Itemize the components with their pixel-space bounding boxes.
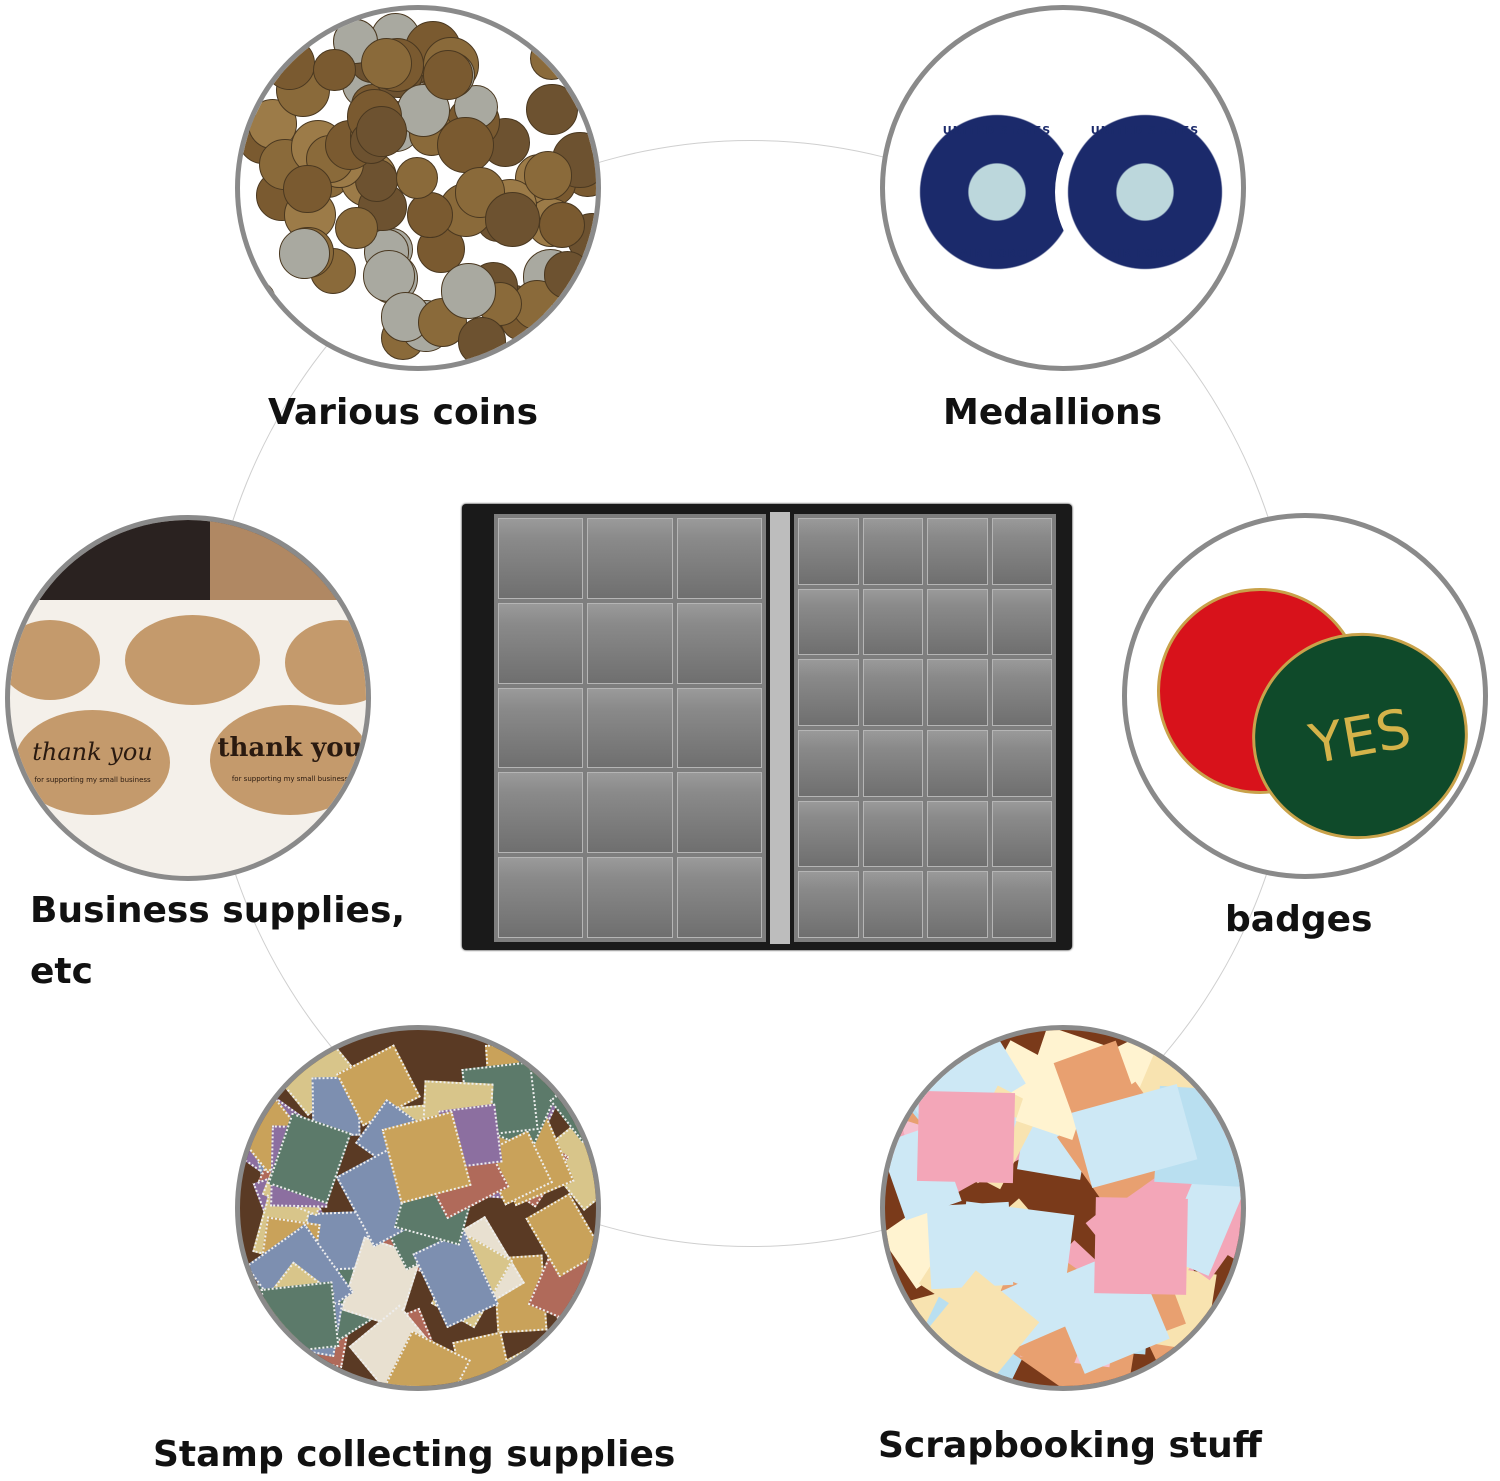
texture-piece: [437, 116, 494, 174]
sticker-1-thank-you-text: thank you: [32, 738, 153, 766]
label-business-2: etc: [30, 951, 93, 992]
texture-piece: [313, 49, 356, 92]
album-pocket: [798, 518, 859, 585]
texture-piece: [485, 192, 541, 248]
album-pocket: [587, 687, 673, 769]
album-pocket: [927, 588, 988, 656]
texture-piece: [422, 49, 474, 100]
album-pocket: [676, 602, 762, 684]
album-pocket: [676, 772, 762, 854]
album-pocket: [798, 659, 859, 726]
label-business-1: Business supplies,: [30, 890, 406, 931]
album-pocket: [676, 518, 762, 599]
album-pocket: [862, 588, 923, 656]
texture-piece: [457, 317, 507, 366]
badges-image: YES: [1122, 513, 1488, 879]
texture-piece: [543, 251, 592, 299]
medallion-1-top-text: UNITED STATES: [942, 124, 1052, 137]
stamps-image: [235, 1025, 601, 1391]
scrapbooking-image: [880, 1025, 1246, 1391]
texture-piece: [360, 37, 412, 89]
medallion-1-bottom-text: AIR FORCE: [959, 247, 1035, 260]
label-medallions: Medallions: [943, 392, 1163, 433]
texture-piece: [440, 262, 497, 319]
album-pocket: [991, 800, 1052, 868]
album-pocket: [927, 729, 988, 797]
album-pocket: [927, 800, 988, 868]
sticker-2-support-text: for supporting my small business: [231, 775, 349, 783]
album-pocket: [991, 729, 1052, 797]
album-pocket: [587, 772, 673, 854]
medallion-2-bottom-text: AIR FORCE: [1107, 247, 1183, 260]
album-spine: [770, 512, 790, 944]
texture-piece: [260, 1281, 339, 1355]
album-right-page: [794, 514, 1056, 942]
texture-piece: [529, 36, 573, 80]
texture-piece: [263, 38, 316, 90]
medallion-2: UNITED STATES AIR FORCE: [1055, 102, 1235, 282]
texture-piece: [283, 164, 333, 214]
label-coins: Various coins: [268, 392, 539, 433]
album-pocket: [587, 602, 673, 684]
album-pocket: [991, 518, 1052, 585]
album-pocket: [862, 659, 923, 726]
album-pocket: [798, 871, 859, 938]
medallion-2-top-text: UNITED STATES: [1090, 124, 1200, 137]
texture-piece: [255, 321, 305, 366]
texture-piece: [395, 156, 438, 199]
album-pocket: [927, 871, 988, 938]
album-pocket: [798, 800, 859, 868]
label-badges: badges: [1225, 899, 1373, 940]
album-pocket: [676, 857, 762, 938]
album-pocket: [798, 588, 859, 656]
coins-image: [235, 5, 601, 371]
album-pocket: [498, 857, 584, 938]
album-pocket: [798, 729, 859, 797]
album-pocket: [991, 588, 1052, 656]
album-pocket: [991, 659, 1052, 726]
medallions-image: UNITED STATES AIR FORCE UNITED STATES AI…: [880, 5, 1246, 371]
texture-piece: [1094, 1197, 1189, 1295]
sticker-1-support-text: for supporting my small business: [34, 776, 151, 784]
label-stamps: Stamp collecting supplies: [153, 1434, 676, 1475]
album-left-page: [494, 514, 766, 942]
album-pocket: [498, 602, 584, 684]
album-pocket: [862, 800, 923, 868]
album-pocket: [862, 518, 923, 585]
texture-piece: [240, 279, 276, 324]
album-pocket: [991, 871, 1052, 938]
album-pocket: [498, 772, 584, 854]
texture-piece: [538, 201, 586, 249]
texture-piece: [356, 105, 408, 158]
texture-piece: [525, 83, 578, 136]
texture-piece: [278, 228, 330, 280]
album-pocket: [676, 687, 762, 769]
label-scrapbooking: Scrapbooking stuff: [878, 1425, 1262, 1466]
business-supplies-image: thank you for supporting my small busine…: [5, 515, 371, 881]
thank-you-sticker-2: thank you for supporting my small busine…: [210, 705, 366, 815]
album-pocket: [587, 518, 673, 599]
thank-you-sticker-1: thank you for supporting my small busine…: [15, 710, 170, 815]
album-pocket: [498, 687, 584, 769]
texture-piece: [558, 293, 596, 343]
texture-piece: [523, 151, 573, 200]
album-pocket: [927, 518, 988, 585]
texture-piece: [335, 206, 378, 250]
album-pocket: [498, 518, 584, 599]
album-pocket: [862, 871, 923, 938]
album-pocket: [862, 729, 923, 797]
album-pocket: [587, 857, 673, 938]
sticker-2-thank-you-text: thank you: [217, 733, 363, 763]
album-pocket: [927, 659, 988, 726]
texture-piece: [916, 1090, 1015, 1183]
coin-album: [462, 504, 1072, 950]
texture-piece: [407, 192, 454, 238]
